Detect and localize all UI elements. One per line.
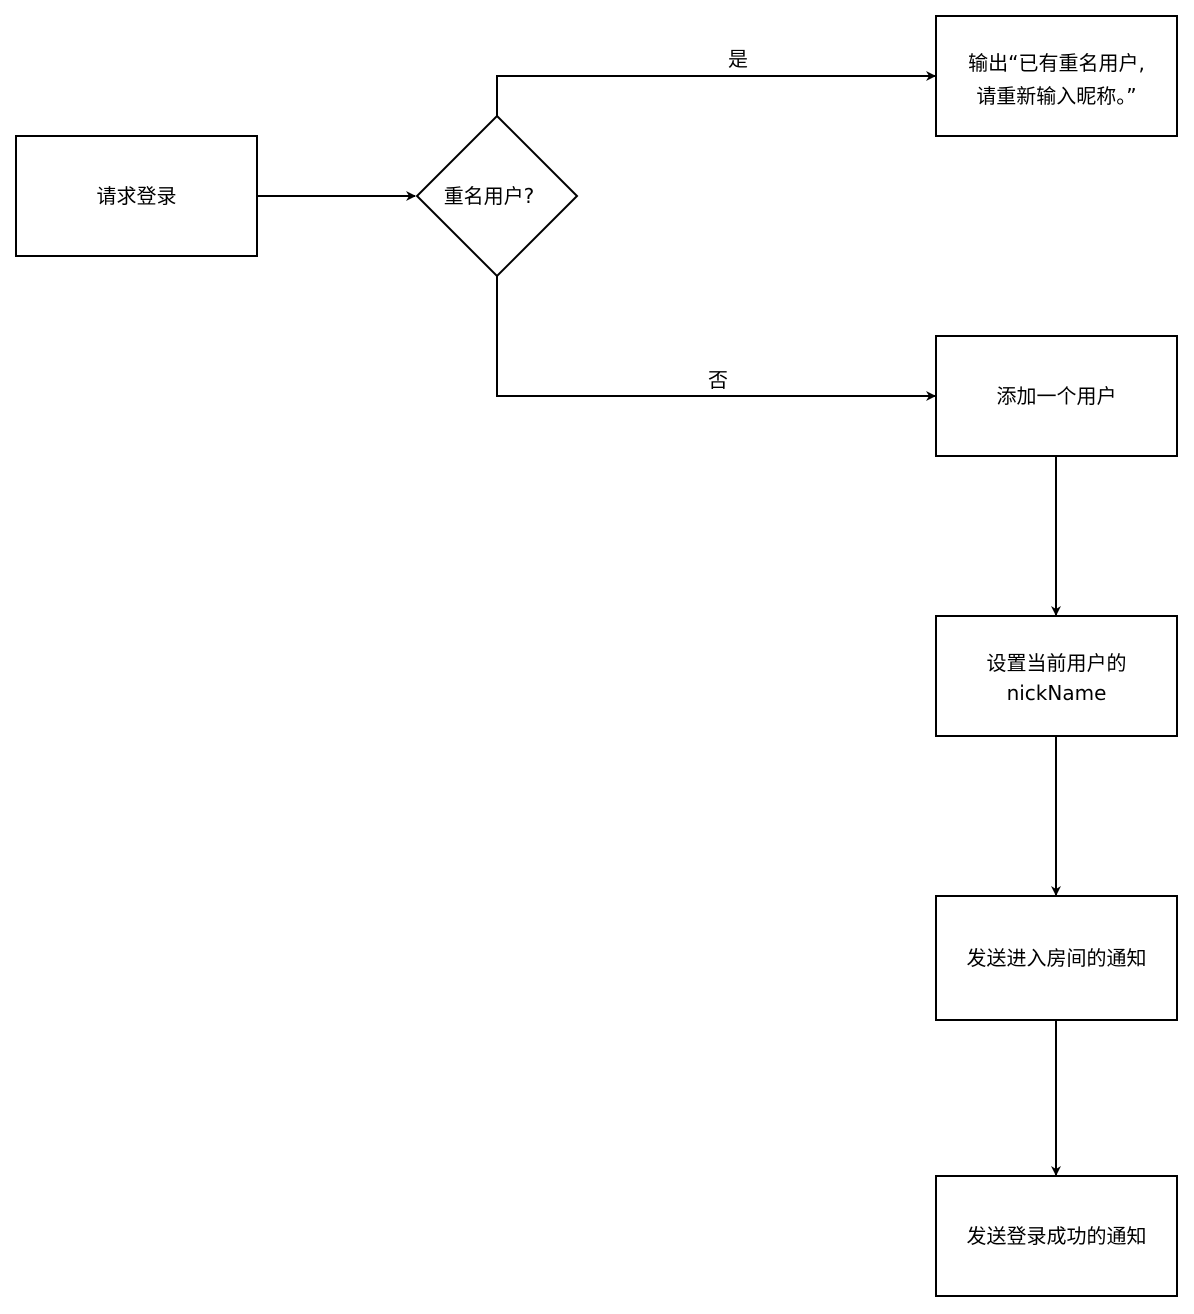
node-request-login-label: 请求登录 bbox=[97, 184, 177, 208]
node-send-login-success-label: 发送登录成功的通知 bbox=[967, 1224, 1147, 1248]
edge-decision-no bbox=[496, 276, 936, 401]
node-duplicate-user-label: 重名用户? bbox=[444, 184, 535, 208]
node-set-nickname-line2: nickName bbox=[1007, 681, 1107, 705]
node-request-login: 请求登录 bbox=[15, 135, 258, 257]
node-add-user-label: 添加一个用户 bbox=[997, 384, 1117, 408]
node-output-duplicate-line1: 输出“已有重名用户, bbox=[968, 51, 1145, 75]
edges bbox=[257, 71, 1061, 1176]
node-set-nickname-line1: 设置当前用户的 bbox=[987, 651, 1127, 675]
node-output-duplicate: 输出“已有重名用户, 请重新输入昵称。” bbox=[935, 15, 1178, 137]
node-send-login-success: 发送登录成功的通知 bbox=[935, 1175, 1178, 1297]
node-output-duplicate-line2: 请重新输入昵称。” bbox=[976, 84, 1136, 108]
edge-label-yes: 是 bbox=[728, 47, 748, 71]
edge-label-no: 否 bbox=[708, 368, 728, 392]
node-send-enter-room: 发送进入房间的通知 bbox=[935, 895, 1178, 1021]
edge-decision-yes bbox=[496, 71, 936, 116]
node-add-user: 添加一个用户 bbox=[935, 335, 1178, 457]
node-send-enter-room-label: 发送进入房间的通知 bbox=[967, 946, 1147, 970]
node-set-nickname: 设置当前用户的 nickName bbox=[935, 615, 1178, 737]
node-duplicate-user-decision: 重名用户? bbox=[415, 114, 579, 278]
